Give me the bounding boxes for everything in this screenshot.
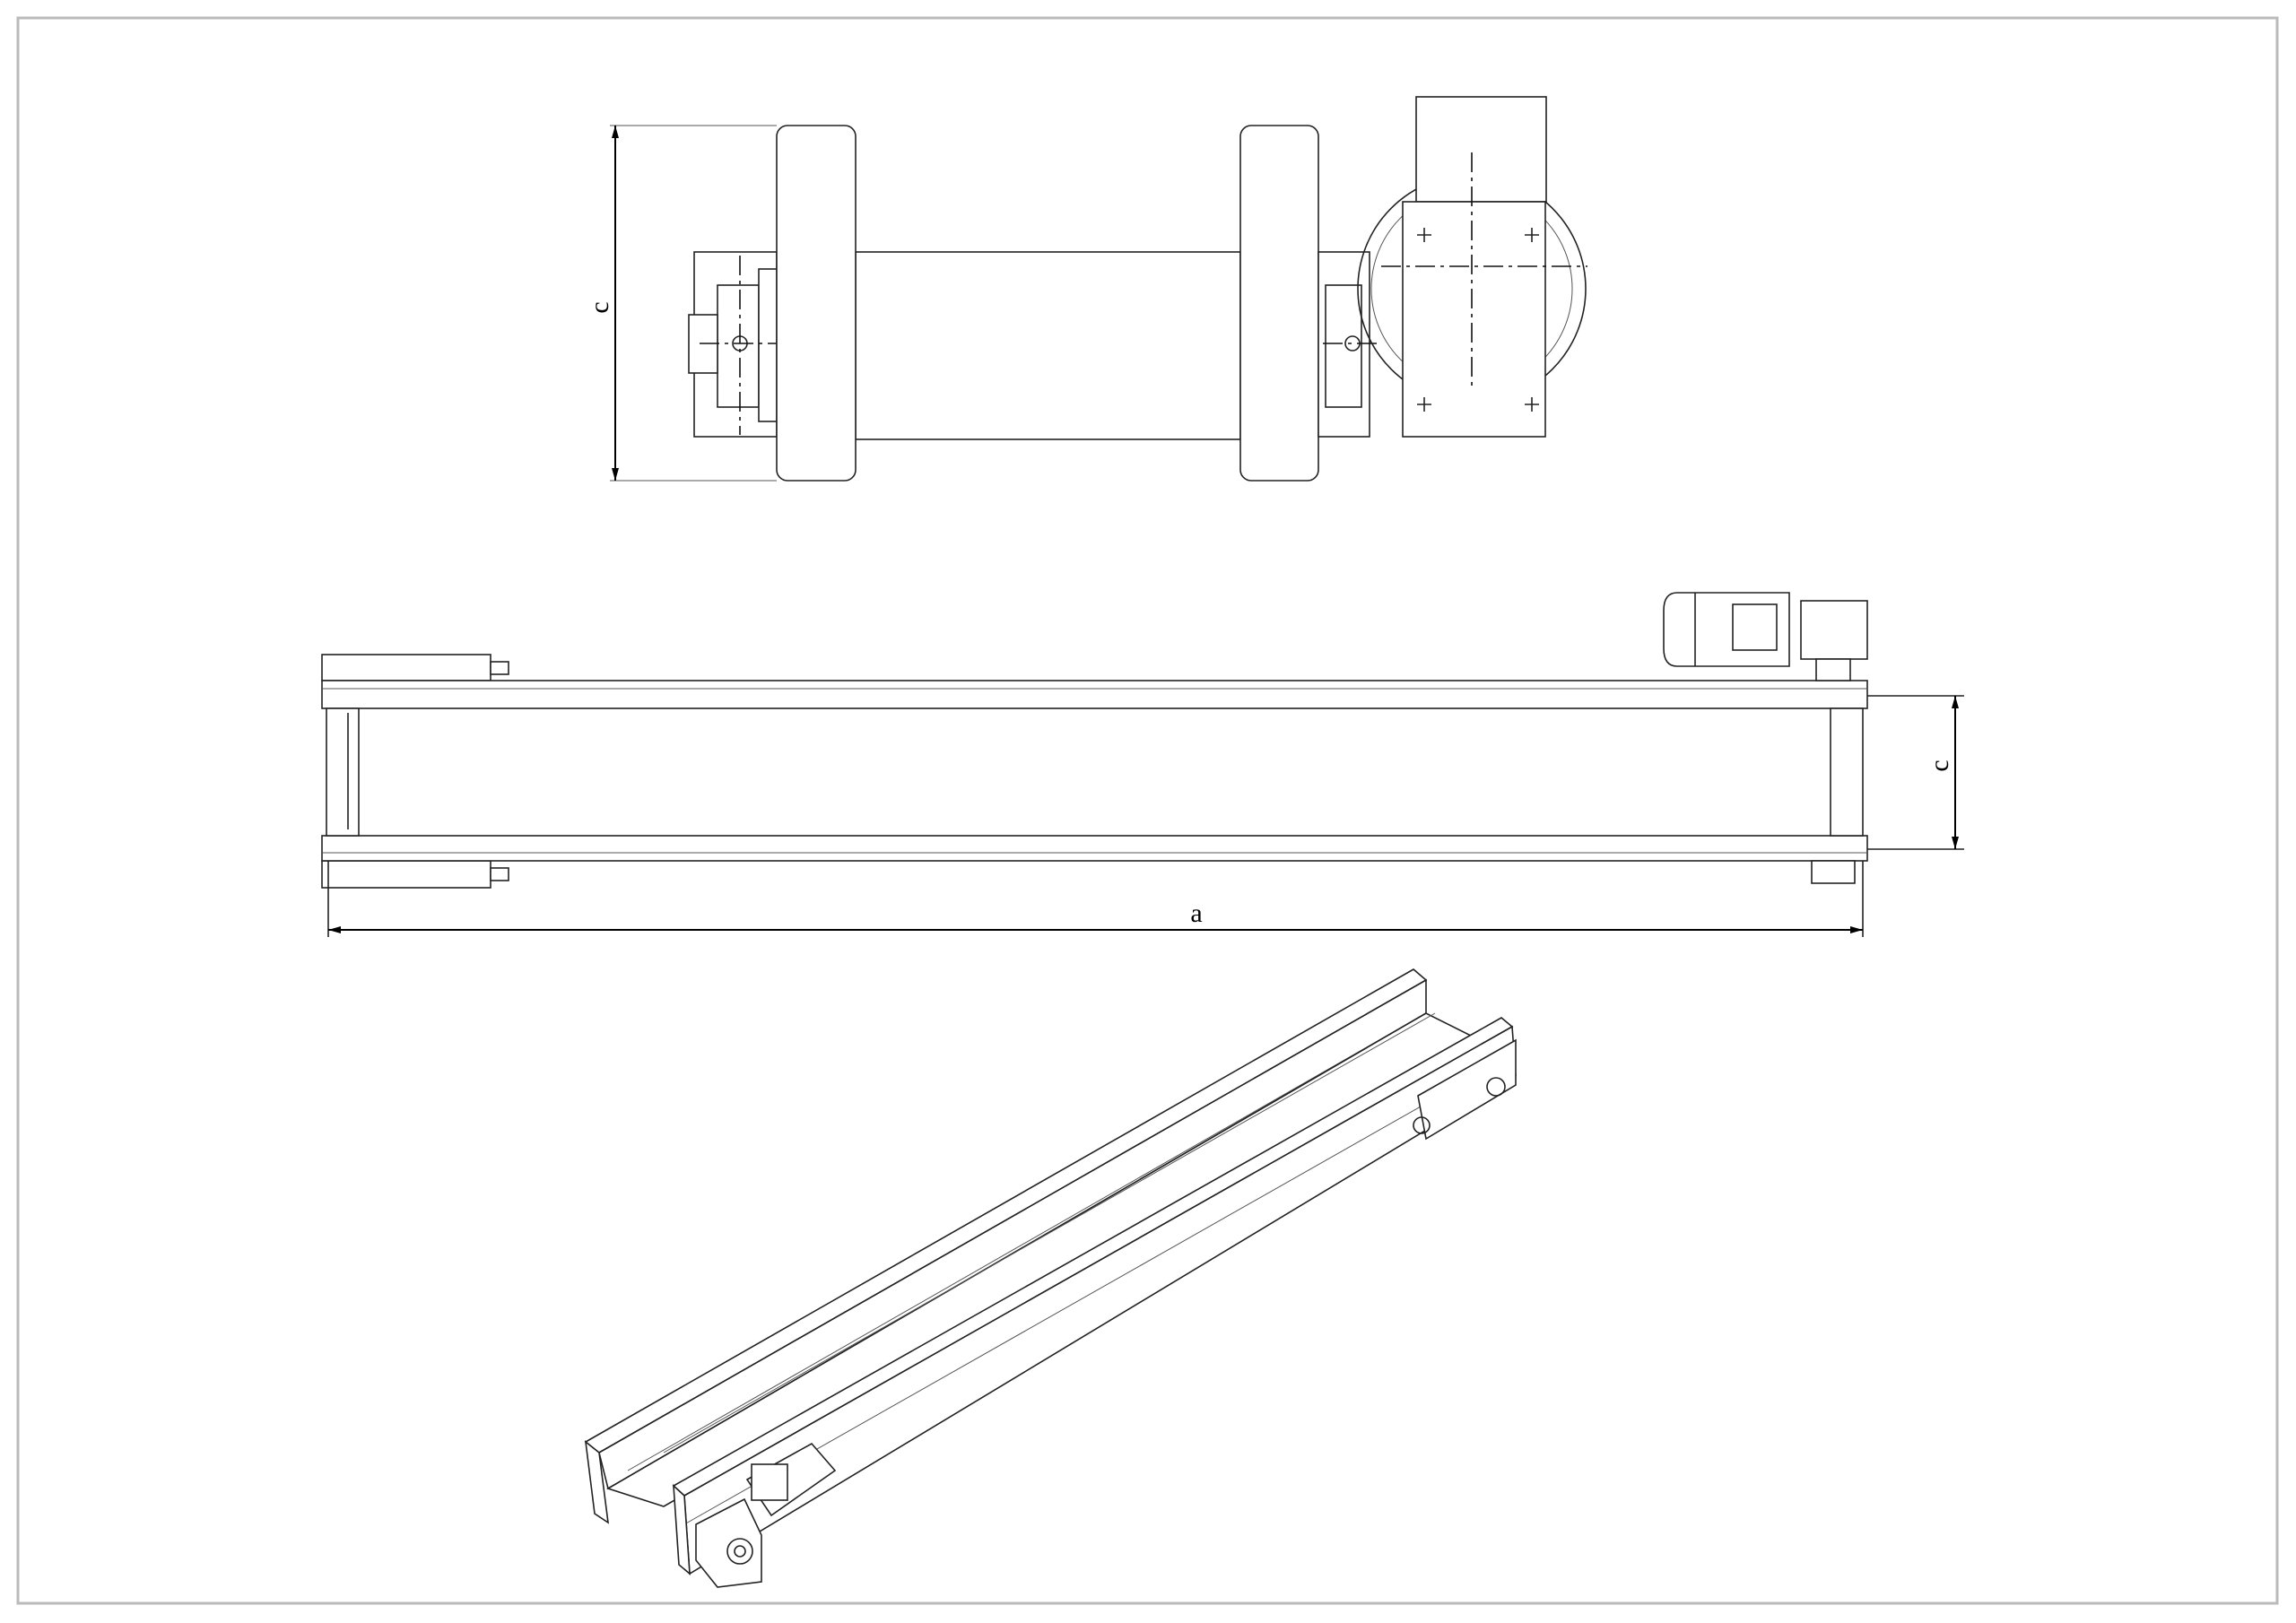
iso-belt <box>606 1012 1482 1507</box>
right-wheel <box>1239 125 1319 482</box>
tensioner-bottom <box>321 860 491 889</box>
motor-body <box>1415 96 1547 203</box>
drawing-border <box>16 16 2279 1605</box>
iso-tensioner <box>1417 1038 1517 1141</box>
iso-gearbox <box>695 1497 762 1588</box>
isometric-view <box>584 968 1517 1588</box>
dimension-label-c-side: c <box>1925 759 1954 771</box>
side-gearbox <box>1800 600 1868 660</box>
gearbox <box>1402 201 1546 438</box>
iso-rail-2-top <box>672 1017 1514 1497</box>
tail-end-plate <box>326 707 360 837</box>
left-wheel <box>776 125 857 482</box>
end-view: c <box>585 96 1587 482</box>
drum-shaft <box>855 251 1241 440</box>
tensioner-top <box>321 654 491 681</box>
bottom-rail <box>321 835 1868 862</box>
head-end-plate <box>1830 707 1864 837</box>
dimension-label-c-top: c <box>585 301 614 313</box>
top-rail <box>321 680 1868 709</box>
side-view: c a <box>321 592 1964 937</box>
dimension-label-a: a <box>1190 898 1202 928</box>
